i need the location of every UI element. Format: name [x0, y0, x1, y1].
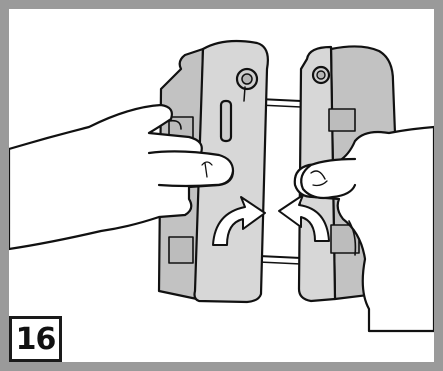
assembly-illustration: [9, 9, 434, 362]
step-number-badge: 16: [9, 316, 62, 362]
